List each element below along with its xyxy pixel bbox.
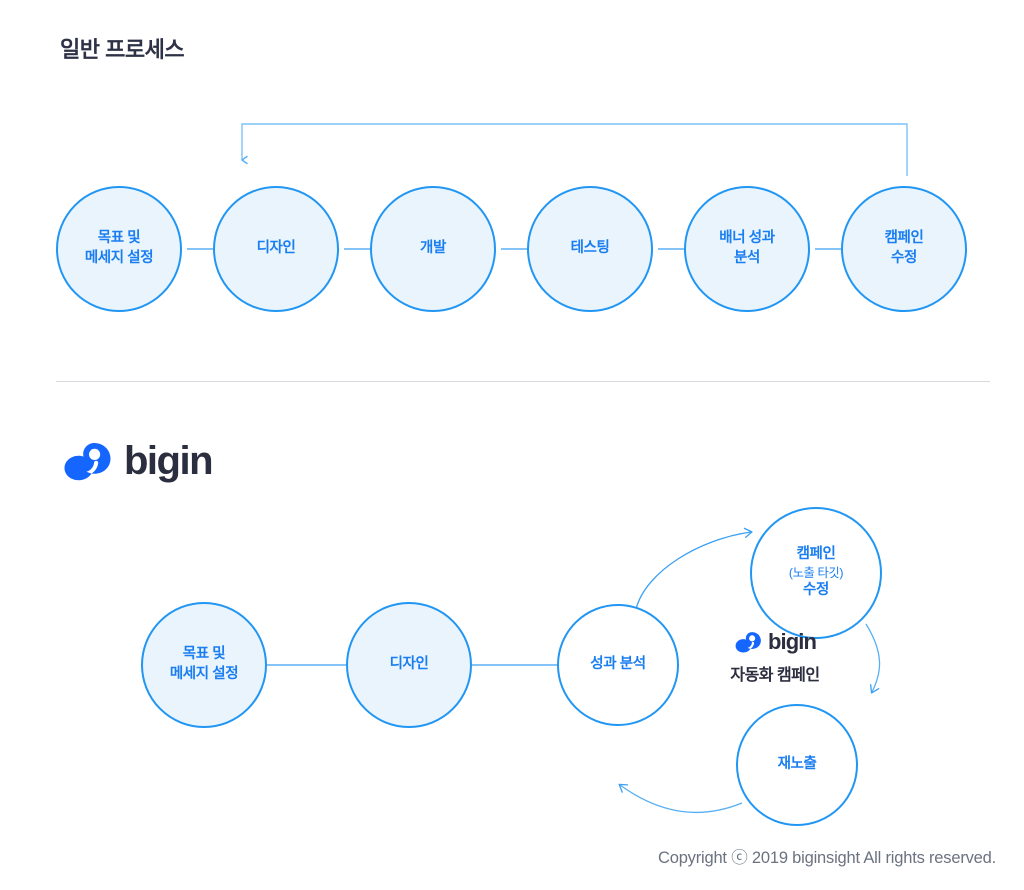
top-node-develop[interactable]: 개발 (370, 186, 496, 312)
bigin-wordmark: bigin (124, 439, 214, 483)
top-node-goal[interactable]: 목표 및 메세지 설정 (56, 186, 182, 312)
bottom-node-goal-line-1: 목표 및 (182, 646, 226, 663)
bottom-node-goal[interactable]: 목표 및 메세지 설정 (141, 602, 267, 728)
cycle-arc-to-reexpose (865, 623, 881, 694)
cycle-node-campaign-edit[interactable]: 캠페인 (노출 타깃) 수정 (750, 507, 882, 639)
top-node-design-label: 디자인 (256, 240, 296, 257)
top-node-banner-line-1: 배너 성과 (719, 230, 775, 247)
cycle-arc-to-campaign (635, 527, 753, 610)
bottom-node-analysis[interactable]: 성과 분석 (557, 604, 679, 726)
top-node-design[interactable]: 디자인 (213, 186, 339, 312)
section-divider (56, 381, 990, 382)
bottom-node-analysis-label: 성과 분석 (590, 656, 646, 673)
cycle-arc-to-analyze (618, 783, 743, 813)
cycle-center-wordmark: bigin (767, 629, 817, 654)
copyright-footer: Copyright ⓒ 2019 biginsight All rights r… (658, 849, 996, 867)
cycle-node-campaign-line-2: (노출 타깃) (788, 565, 844, 580)
top-node-testing-label: 테스팅 (570, 240, 610, 257)
bottom-node-goal-line-2: 메세지 설정 (169, 666, 239, 682)
top-node-campaign-edit[interactable]: 캠페인 수정 (841, 186, 967, 312)
bigin-cloud-logo-icon-small (735, 632, 761, 653)
bottom-node-design[interactable]: 디자인 (346, 602, 472, 728)
cycle-center-caption: 자동화 캠페인 (730, 667, 820, 684)
top-node-goal-line-2: 메세지 설정 (84, 250, 154, 266)
top-node-campaign-line-1: 캠페인 (884, 230, 924, 247)
cycle-node-campaign-line-1: 캠페인 (796, 546, 836, 563)
top-node-banner-line-2: 분석 (734, 250, 760, 266)
bottom-node-design-label: 디자인 (389, 656, 429, 673)
page-title: 일반 프로세스 (60, 37, 185, 62)
cycle-center-brand-row: bigin (690, 631, 860, 653)
top-node-goal-line-1: 목표 및 (97, 230, 141, 247)
top-node-campaign-line-2: 수정 (891, 250, 917, 266)
top-node-testing[interactable]: 테스팅 (527, 186, 653, 312)
top-node-banner-analysis[interactable]: 배너 성과 분석 (684, 186, 810, 312)
bigin-cloud-logo-icon (64, 443, 111, 481)
cycle-node-reexpose[interactable]: 재노출 (736, 704, 858, 826)
top-node-develop-label: 개발 (420, 240, 446, 257)
cycle-node-reexpose-label: 재노출 (777, 756, 817, 773)
bigin-logo: bigin (62, 439, 214, 483)
cycle-center-brand: bigin 자동화 캠페인 (690, 631, 860, 685)
feedback-arrow-path (241, 123, 908, 176)
cycle-node-campaign-line-3: 수정 (803, 582, 829, 599)
